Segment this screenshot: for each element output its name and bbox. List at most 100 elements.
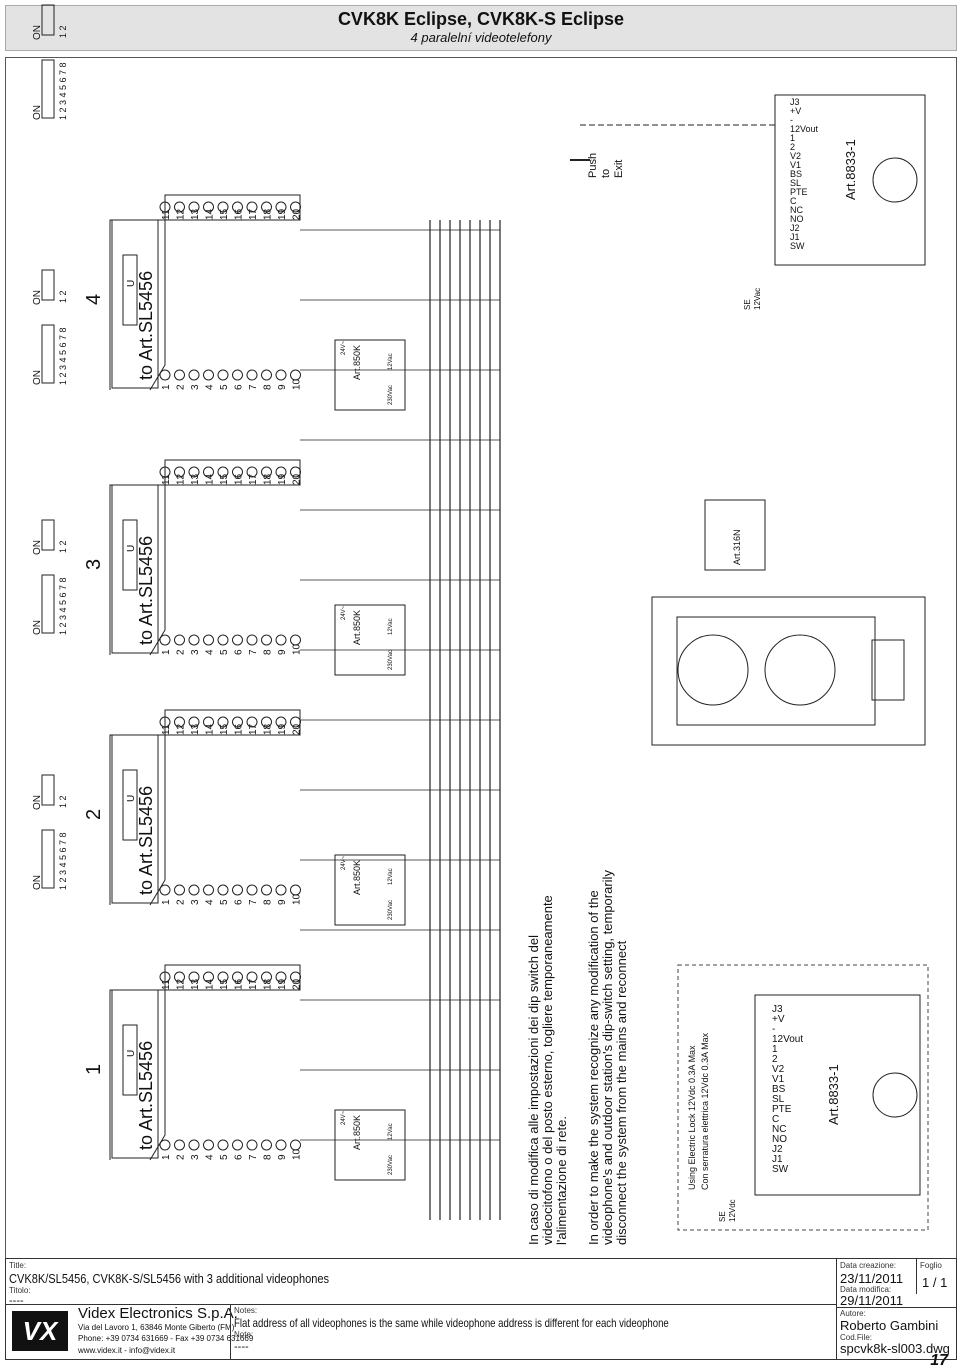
- monitor-3-terminal-label: 15: [219, 473, 230, 485]
- monitor-2-terminal-label: 3: [190, 899, 201, 905]
- monitor-1-dip-on: ON: [32, 875, 43, 890]
- monitor-3-psu-label: Art.850K: [352, 610, 362, 645]
- art8833-lower-label: Art.8833-1: [826, 1064, 841, 1125]
- art8833-lower-terminal: C: [772, 1114, 779, 1125]
- speaker-grille-icon: [764, 634, 836, 706]
- monitor-2-terminal-screw: [275, 716, 287, 728]
- monitor-2-terminal-label: 17: [248, 723, 259, 735]
- monitor-3-dip2-on: ON: [32, 290, 43, 305]
- monitor-1-terminal-label: 16: [234, 978, 245, 990]
- monitor-3-terminal-label: 3: [190, 649, 201, 655]
- monitor-2-psu-supply: 24V~: [341, 855, 347, 870]
- monitor-4-dip-8way: [41, 59, 55, 119]
- monitor-4-terminal-label: 10: [292, 378, 303, 390]
- monitor-2-terminal-screw: [203, 716, 214, 728]
- monitor-3-terminal-label: 5: [219, 649, 230, 655]
- monitor-3-terminal-screw: [290, 466, 301, 478]
- videx-logo-icon: VX: [12, 1311, 68, 1351]
- se2-label: SE: [718, 1211, 727, 1222]
- outdoor-panel-inner: [676, 616, 876, 726]
- monitor-4-terminal-label: 14: [205, 208, 216, 220]
- monitor-2-terminal-label: 19: [277, 723, 288, 735]
- monitor-2-terminal-label: 8: [263, 899, 274, 905]
- monitor-4-terminal-label: 19: [277, 208, 288, 220]
- monitor-2-terminal-screw: [174, 716, 185, 728]
- monitor-2-dip-numbers: 1 2 3 4 5 6 7 8: [58, 577, 68, 635]
- monitor-3-terminal-screw: [232, 634, 243, 646]
- monitor-1-psu-label: Art.850K: [352, 1115, 362, 1150]
- monitor-3-terminal-label: 17: [248, 473, 259, 485]
- monitor-4-terminal-screw: [261, 369, 272, 381]
- monitor-1-psu-out: 12Vac: [388, 1123, 394, 1140]
- monitor-2-body: [111, 734, 159, 904]
- monitor-3-terminal-screw: [203, 466, 214, 478]
- monitor-3-terminal-label: 8: [263, 649, 274, 655]
- monitor-3-terminal-screw: [275, 466, 287, 478]
- monitor-3-terminal-screw: [159, 634, 171, 646]
- monitor-4-terminal-label: 2: [176, 384, 187, 390]
- monitor-1-label: to Art.SL5456: [136, 1041, 156, 1150]
- monitor-2-terminal-label: 16: [234, 723, 245, 735]
- art8833-lower-terminal: PTE: [772, 1104, 792, 1115]
- monitor-1-dip2-numbers: 1 2: [58, 795, 68, 808]
- monitor-4-psu-in: 230Vac: [388, 385, 394, 405]
- file-name: spcvk8k-sl003.dwg: [840, 1341, 950, 1356]
- monitor-3-terminal-label: 9: [277, 649, 288, 655]
- title-block: Title: CVK8K/SL5456, CVK8K-S/SL5456 with…: [5, 1258, 957, 1360]
- monitor-1-terminal-label: 17: [248, 978, 259, 990]
- monitor-4-body: [111, 219, 159, 389]
- monitor-3-terminal-label: 2: [176, 649, 187, 655]
- company-phone: Phone: +39 0734 631669 - Fax +39 0734 63…: [78, 1334, 254, 1343]
- art8833-upper-terminal: C: [790, 196, 797, 206]
- monitor-4-terminal-screw: [290, 369, 301, 381]
- monitor-1-terminal-label: 14: [205, 978, 216, 990]
- art8833-upper-terminal: SL: [790, 178, 801, 188]
- art8833-upper-terminal: V2: [790, 151, 801, 161]
- monitor-4-terminal-screw: [246, 369, 258, 381]
- monitor-3-terminal-screw: [246, 466, 258, 478]
- company-web: www.videx.it - info@videx.it: [78, 1346, 176, 1355]
- monitor-4-terminal-label: 9: [277, 384, 288, 390]
- monitor-4-terminal-screw: [203, 369, 214, 381]
- monitor-4-screen-symbol: U: [126, 280, 137, 287]
- monitor-2-terminal-label: 4: [205, 899, 216, 905]
- monitor-2-terminal-label: 2: [176, 899, 187, 905]
- monitor-4-dip2-numbers: 1 2: [58, 25, 68, 38]
- art8833-upper-terminal: SW: [790, 241, 805, 251]
- notes-label: Notes:: [234, 1306, 258, 1315]
- monitor-1-terminal-label: 3: [190, 1154, 201, 1160]
- note-label: Note:: [234, 1330, 254, 1339]
- art8833-lower-terminal: J1: [772, 1154, 783, 1165]
- lower-dashed-frame: [677, 964, 929, 1231]
- monitor-3-terminal-label: 11: [161, 474, 172, 485]
- monitor-3-terminal-screw: [232, 466, 243, 478]
- monitor-4-terminal-label: 8: [263, 384, 274, 390]
- note-it-line: videocitofono o del posto esterno, togli…: [540, 895, 555, 1245]
- se-voltage: 12Vac: [753, 288, 762, 310]
- monitor-2-terminal-label: 5: [219, 899, 230, 905]
- monitor-1-outline: [109, 964, 301, 1161]
- art8833-lower-terminal: 2: [772, 1054, 778, 1065]
- monitor-4-terminal-label: 3: [190, 384, 201, 390]
- created-label: Data creazione:: [840, 1261, 897, 1270]
- monitor-1-terminal-label: 15: [219, 978, 230, 990]
- monitor-3-terminal-label: 6: [234, 649, 245, 655]
- monitor-1-terminal-label: 7: [248, 1154, 259, 1160]
- art8833-upper-terminal: J2: [790, 223, 800, 233]
- monitor-2-terminal-screw: [174, 884, 185, 896]
- se-label: SE: [743, 299, 752, 310]
- art8833-upper-terminal: V1: [790, 160, 801, 170]
- monitor-1-terminal-screw: [203, 1139, 214, 1151]
- monitor-1-terminal-screw: [290, 971, 301, 983]
- monitor-2-terminal-screw: [188, 884, 200, 896]
- monitor-2-terminal-screw: [290, 716, 301, 728]
- monitor-2-terminal-screw: [246, 884, 258, 896]
- notes-text: Flat address of all videophones is the s…: [234, 1316, 669, 1330]
- monitor-4-terminal-label: 4: [205, 384, 216, 390]
- monitor-2-psu-box: [334, 854, 406, 926]
- monitor-4-terminal-screw: [275, 369, 287, 381]
- modified-date: 29/11/2011: [840, 1293, 904, 1308]
- monitor-1-terminal-screw: [188, 1139, 200, 1151]
- monitor-4-terminal-label: 1: [161, 384, 172, 390]
- monitor-1-terminal-label: 8: [263, 1154, 274, 1160]
